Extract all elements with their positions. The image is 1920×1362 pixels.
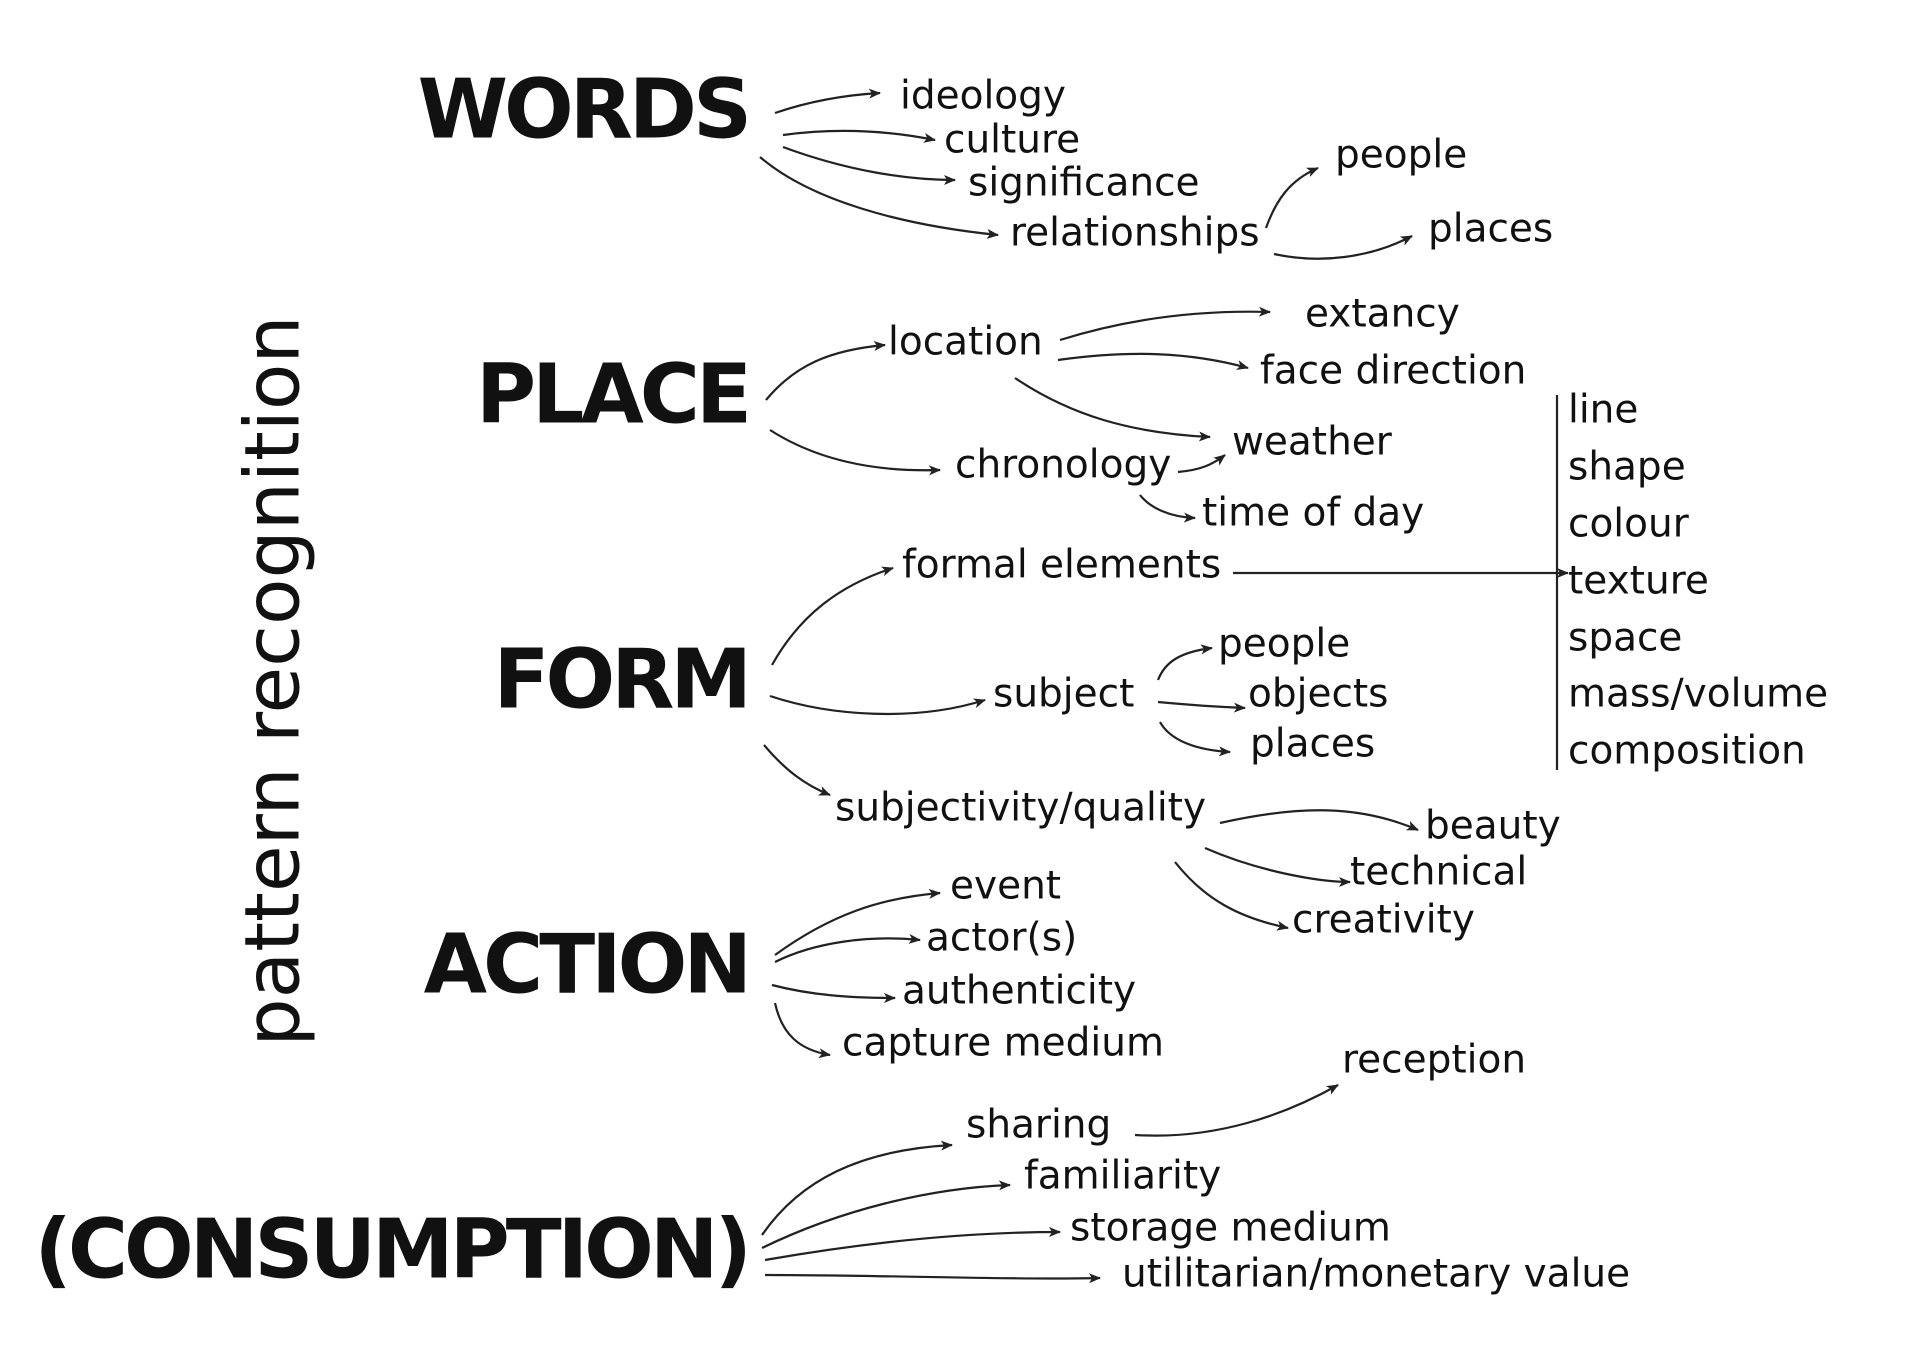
edge-action-event bbox=[774, 888, 941, 956]
edge-action-actors bbox=[774, 933, 921, 963]
edge-sharing-reception bbox=[1134, 1084, 1339, 1137]
edge-subject-objects bbox=[1157, 700, 1246, 713]
term-ideology: ideology bbox=[900, 73, 1066, 119]
term-familiarity: familiarity bbox=[1024, 1153, 1222, 1199]
term-relationships: relationships bbox=[1010, 210, 1260, 256]
term-sharing: sharing bbox=[966, 1102, 1112, 1148]
edge-relationships-places bbox=[1273, 235, 1413, 260]
term-utilitarian-monetary-value: utilitarian/monetary value bbox=[1122, 1251, 1631, 1297]
edge-form-subject bbox=[769, 694, 986, 716]
edge-form-formal-elements bbox=[771, 566, 894, 666]
edge-consumption-familiarity bbox=[761, 1180, 1011, 1249]
list-item-line: line bbox=[1568, 387, 1639, 433]
term-form-places: places bbox=[1250, 721, 1376, 767]
term-extancy: extancy bbox=[1305, 291, 1460, 337]
edge-action-capture-medium bbox=[773, 1002, 831, 1059]
edge-place-chronology bbox=[769, 429, 941, 476]
edge-consumption-utilitarian bbox=[764, 1273, 1101, 1284]
term-culture: culture bbox=[944, 117, 1081, 163]
side-label: pattern recognition bbox=[227, 315, 317, 1047]
term-chronology: chronology bbox=[955, 442, 1172, 488]
list-item-texture: texture bbox=[1568, 558, 1709, 604]
term-subjectivity-quality: subjectivity/quality bbox=[835, 785, 1207, 831]
edge-subject-people bbox=[1156, 644, 1213, 681]
category-place: PLACE bbox=[475, 347, 752, 443]
term-creativity: creativity bbox=[1292, 897, 1475, 943]
term-reception: reception bbox=[1342, 1037, 1527, 1083]
edge-words-ideology bbox=[774, 88, 881, 115]
term-time-of-day: time of day bbox=[1202, 490, 1425, 536]
edge-form-subjectivity bbox=[763, 744, 831, 797]
term-words-people: people bbox=[1335, 132, 1468, 178]
term-capture-medium: capture medium bbox=[842, 1020, 1164, 1066]
category-words: WORDS bbox=[417, 62, 752, 158]
edge-chronology-weather bbox=[1177, 454, 1226, 474]
term-subject: subject bbox=[993, 671, 1135, 717]
list-item-mass-volume: mass/volume bbox=[1568, 671, 1829, 717]
term-significance: significance bbox=[968, 160, 1200, 206]
edge-place-location bbox=[765, 341, 886, 401]
list-item-colour: colour bbox=[1568, 501, 1689, 547]
term-actors: actor(s) bbox=[926, 915, 1078, 961]
term-beauty: beauty bbox=[1425, 803, 1561, 849]
edge-location-weather bbox=[1014, 377, 1211, 442]
list-item-shape: shape bbox=[1568, 444, 1686, 490]
term-location: location bbox=[888, 319, 1043, 365]
edge-words-relationships bbox=[759, 156, 999, 239]
edge-subject-places bbox=[1159, 721, 1231, 757]
category-consumption: (CONSUMPTION) bbox=[34, 1202, 752, 1298]
edge-words-culture bbox=[782, 129, 936, 143]
term-words-places: places bbox=[1428, 206, 1554, 252]
edge-subjectivity-beauty bbox=[1219, 809, 1419, 832]
category-form: FORM bbox=[493, 632, 752, 728]
edge-relationships-people bbox=[1264, 166, 1319, 229]
list-item-space: space bbox=[1568, 615, 1683, 661]
category-action: ACTION bbox=[423, 917, 752, 1013]
edge-consumption-storage bbox=[764, 1227, 1061, 1262]
edge-consumption-sharing bbox=[761, 1140, 953, 1236]
term-technical: technical bbox=[1350, 849, 1528, 895]
edge-action-authenticity bbox=[771, 983, 896, 1003]
term-formal-elements: formal elements bbox=[902, 542, 1222, 588]
term-authenticity: authenticity bbox=[902, 968, 1137, 1014]
edge-words-significance bbox=[782, 145, 956, 185]
term-face-direction: face direction bbox=[1260, 348, 1527, 394]
term-storage-medium: storage medium bbox=[1070, 1205, 1391, 1251]
edge-location-face-direction bbox=[1057, 352, 1249, 370]
edge-subjectivity-creativity bbox=[1174, 861, 1289, 931]
edge-chronology-time-of-day bbox=[1139, 494, 1196, 523]
edge-subjectivity-technical bbox=[1204, 846, 1351, 887]
list-item-composition: composition bbox=[1568, 728, 1806, 774]
term-weather: weather bbox=[1232, 419, 1392, 465]
edge-location-extancy bbox=[1059, 306, 1271, 342]
term-event: event bbox=[950, 863, 1062, 909]
term-objects: objects bbox=[1248, 671, 1389, 717]
term-form-people: people bbox=[1218, 621, 1351, 667]
